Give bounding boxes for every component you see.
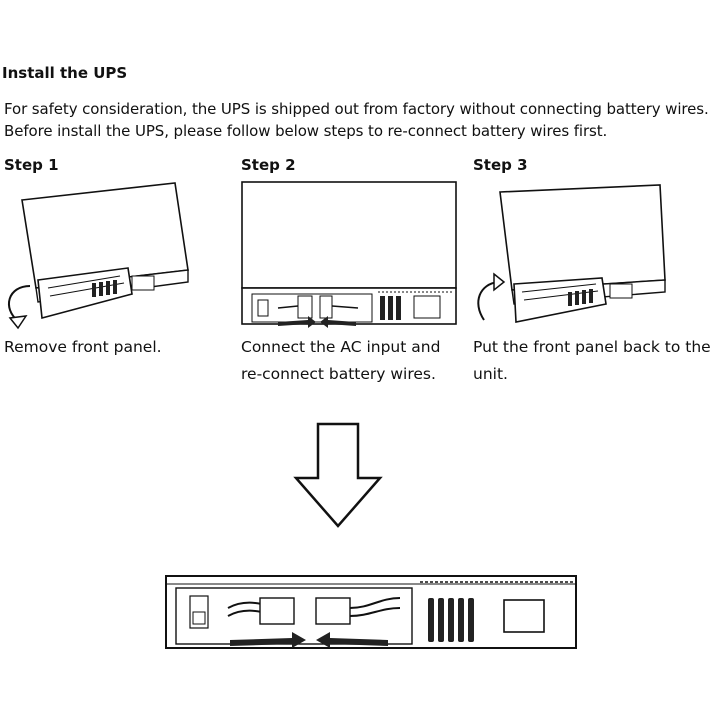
intro-text: For safety consideration, the UPS is shi… xyxy=(4,98,709,142)
step-3-caption: Put the front panel back to the unit. xyxy=(473,334,711,388)
step-3-caption-line-1: Put the front panel back to the xyxy=(473,338,711,356)
intro-line-2: Before install the UPS, please follow be… xyxy=(4,122,608,140)
step-2-caption-line-2: re-connect battery wires. xyxy=(241,365,436,383)
step-2-heading: Step 2 xyxy=(241,156,296,174)
step-3-heading: Step 3 xyxy=(473,156,528,174)
step-2-caption-line-1: Connect the AC input and xyxy=(241,338,441,356)
detail-illustration xyxy=(165,575,577,649)
step-3-caption-line-2: unit. xyxy=(473,365,508,383)
step-1-heading: Step 1 xyxy=(4,156,59,174)
rotate-arrow-icon xyxy=(8,285,31,330)
step-1-caption-line-1: Remove front panel. xyxy=(4,338,162,356)
step-2-illustration xyxy=(241,181,457,328)
step-3-illustration xyxy=(477,184,666,323)
rotate-back-arrow-icon xyxy=(477,272,506,321)
step-1-caption: Remove front panel. xyxy=(4,334,162,361)
step-1-illustration xyxy=(8,182,189,330)
intro-line-1: For safety consideration, the UPS is shi… xyxy=(4,100,709,118)
step-2-caption: Connect the AC input and re-connect batt… xyxy=(241,334,440,388)
down-arrow-icon xyxy=(293,422,383,528)
page-title: Install the UPS xyxy=(2,64,128,82)
